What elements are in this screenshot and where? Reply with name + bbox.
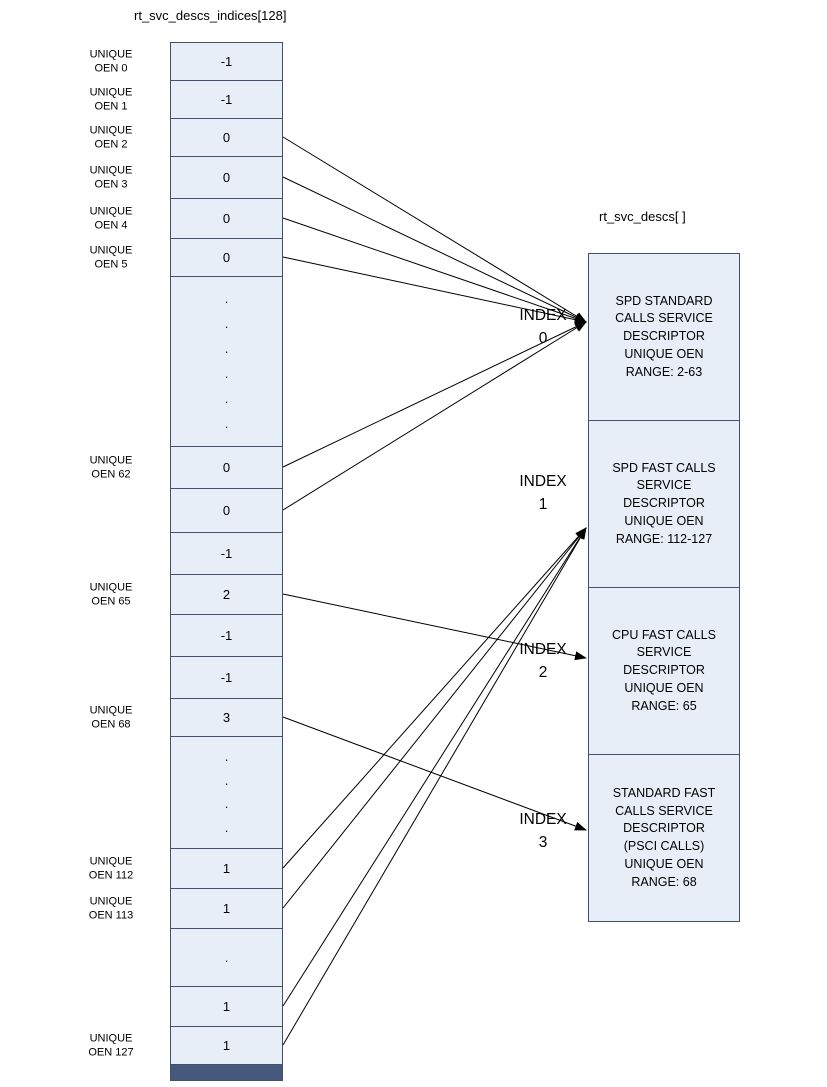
array-cell: 1 UNIQUE OEN 113	[89, 888, 283, 929]
indices-array-title: rt_svc_descs_indices[128]	[134, 8, 287, 23]
cell-value: 0	[222, 460, 231, 475]
array-cell: 0 UNIQUE OEN 4	[90, 198, 283, 239]
descriptor-text: SPD STANDARD CALLS SERVICE DESCRIPTOR UN…	[615, 293, 713, 379]
index-number: 3	[538, 834, 548, 851]
oen-label: UNIQUE OEN 2	[89, 124, 133, 151]
cell-value: 1	[222, 1038, 231, 1053]
index-word: INDEX	[519, 307, 567, 324]
array-cell: -1 UNIQUE OEN 0	[90, 42, 283, 81]
oen-label: UNIQUE OEN 4	[89, 205, 133, 232]
array-cell: 2 UNIQUE OEN 65	[90, 574, 283, 615]
descriptor-box-1: SPD FAST CALLS SERVICE DESCRIPTOR UNIQUE…	[588, 420, 740, 588]
oen-label: UNIQUE OEN 0	[89, 48, 133, 75]
ellipsis-dot: .	[224, 291, 229, 306]
descriptor-text: CPU FAST CALLS SERVICE DESCRIPTOR UNIQUE…	[612, 627, 716, 713]
array-cell: 1 UNIQUE OEN 127	[88, 1026, 283, 1065]
ellipsis-cell: ....	[170, 736, 283, 849]
mapping-arrow	[282, 527, 587, 1046]
index-number: 2	[538, 664, 548, 681]
oen-label: UNIQUE OEN 5	[89, 244, 133, 271]
cell-value: 0	[222, 211, 231, 226]
oen-label: UNIQUE OEN 113	[88, 895, 134, 922]
oen-label: UNIQUE OEN 3	[89, 164, 133, 191]
oen-label: UNIQUE OEN 65	[89, 581, 133, 608]
array-cell: 1	[170, 986, 283, 1027]
descriptors-array-title: rt_svc_descs[ ]	[599, 209, 686, 224]
index-label-2: INDEX 2	[507, 638, 579, 684]
ellipsis-dot: .	[224, 416, 229, 431]
ellipsis-cell: ......	[170, 276, 283, 447]
descriptor-box-3: STANDARD FAST CALLS SERVICE DESCRIPTOR (…	[588, 754, 740, 922]
cell-value: -1	[220, 546, 233, 561]
oen-label: UNIQUE OEN 68	[89, 704, 133, 731]
ellipsis-dot: .	[224, 366, 229, 381]
index-label-3: INDEX 3	[507, 808, 579, 854]
cell-value: -1	[220, 628, 233, 643]
index-label-0: INDEX 0	[507, 304, 579, 350]
partial-cell	[170, 1064, 283, 1081]
ellipsis-dot: .	[224, 796, 229, 812]
oen-label: UNIQUE OEN 127	[88, 1032, 134, 1059]
cell-value: 1	[222, 999, 231, 1014]
ellipsis-dot: .	[224, 749, 229, 765]
cell-value: 0	[222, 503, 231, 518]
mapping-arrow	[282, 527, 587, 1007]
ellipsis-cell: .	[170, 928, 283, 987]
ellipsis-dot: .	[224, 949, 229, 965]
oen-label: UNIQUE OEN 62	[89, 454, 133, 481]
ellipsis-dot: .	[224, 772, 229, 788]
array-cell: 0 UNIQUE OEN 3	[90, 156, 283, 199]
cell-value: 1	[222, 861, 231, 876]
index-number: 1	[538, 496, 548, 513]
mapping-arrow	[282, 136, 587, 323]
descriptor-text: STANDARD FAST CALLS SERVICE DESCRIPTOR (…	[612, 785, 716, 889]
index-word: INDEX	[519, 473, 567, 490]
oen-label: UNIQUE OEN 1	[89, 86, 133, 113]
ellipsis-dot: .	[224, 341, 229, 356]
cell-value: 1	[222, 901, 231, 916]
descriptor-text: SPD FAST CALLS SERVICE DESCRIPTOR UNIQUE…	[612, 460, 716, 546]
index-label-1: INDEX 1	[507, 470, 579, 516]
array-cell: 0	[170, 488, 283, 533]
array-cell: 0 UNIQUE OEN 2	[90, 118, 283, 157]
array-cell: 3 UNIQUE OEN 68	[90, 698, 283, 737]
array-cell: 1 UNIQUE OEN 112	[89, 848, 283, 889]
ellipsis-dot: .	[224, 316, 229, 331]
array-cell: -1	[170, 614, 283, 657]
cell-value: 0	[222, 170, 231, 185]
index-number: 0	[538, 330, 548, 347]
cell-value: 3	[222, 710, 231, 725]
array-cell: -1 UNIQUE OEN 1	[90, 80, 283, 119]
ellipsis-dot: .	[224, 819, 229, 835]
cell-value: -1	[220, 670, 233, 685]
cell-value: -1	[220, 92, 233, 107]
index-word: INDEX	[519, 811, 567, 828]
ellipsis-dot: .	[224, 391, 229, 406]
cell-value: 0	[222, 250, 231, 265]
cell-value: 2	[222, 587, 231, 602]
descriptor-box-2: CPU FAST CALLS SERVICE DESCRIPTOR UNIQUE…	[588, 587, 740, 755]
array-cell: -1	[170, 656, 283, 699]
array-cell: 0 UNIQUE OEN 62	[90, 446, 283, 489]
descriptor-box-0: SPD STANDARD CALLS SERVICE DESCRIPTOR UN…	[588, 253, 740, 421]
mapping-arrow	[282, 176, 587, 323]
cell-value: -1	[220, 54, 233, 69]
oen-label: UNIQUE OEN 112	[88, 855, 134, 882]
index-word: INDEX	[519, 641, 567, 658]
cell-value: 0	[222, 130, 231, 145]
array-cell: 0 UNIQUE OEN 5	[90, 238, 283, 277]
array-cell: -1	[170, 532, 283, 575]
